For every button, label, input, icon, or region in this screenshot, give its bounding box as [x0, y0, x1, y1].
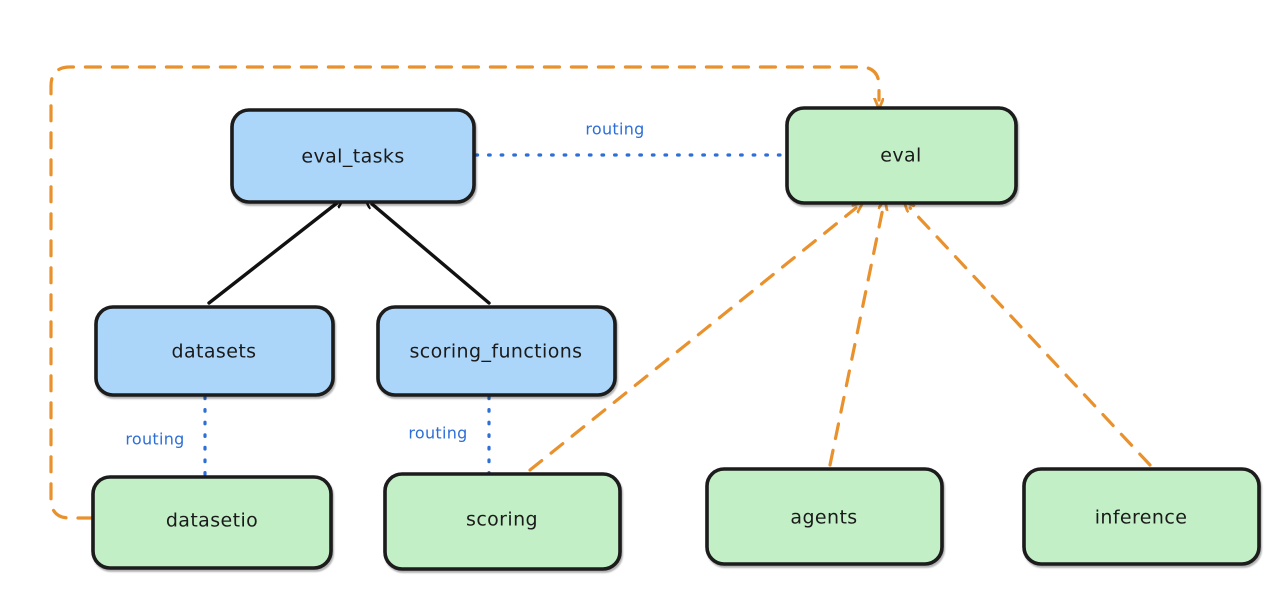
node-datasetio-shape[interactable] [91, 475, 333, 570]
node-scoring_functions-label: scoring_functions [410, 341, 583, 363]
node-datasets[interactable]: datasets [94, 305, 335, 397]
node-inference-label: inference [1095, 507, 1188, 529]
node-inference-shape[interactable] [1022, 467, 1261, 566]
edge-label-routing-datasetio: routing [125, 430, 184, 449]
node-eval_tasks[interactable]: eval_tasks [230, 108, 476, 204]
node-agents-label: agents [790, 507, 857, 529]
node-layer: eval_tasks eval datasets scoring_functio… [91, 106, 1261, 571]
node-scoring[interactable]: scoring [383, 472, 622, 571]
node-scoring-shape[interactable] [383, 472, 622, 571]
edge-label-routing-scoring: routing [408, 424, 467, 443]
node-eval_tasks-shape[interactable] [230, 108, 476, 204]
node-datasetio-label: datasetio [166, 510, 258, 532]
node-scoring_functions[interactable]: scoring_functions [376, 305, 617, 397]
edge-inference-eval [910, 208, 1152, 467]
edge-scoring-eval [528, 208, 856, 472]
node-scoring-label: scoring [466, 509, 538, 531]
edge-layer [49, 65, 1152, 520]
node-eval[interactable]: eval [785, 106, 1018, 205]
edge-label-routing-eval: routing [585, 120, 644, 139]
node-datasetio[interactable]: datasetio [91, 475, 333, 570]
node-inference[interactable]: inference [1022, 467, 1261, 566]
node-datasets-label: datasets [172, 341, 257, 363]
node-eval_tasks-label: eval_tasks [301, 146, 404, 168]
edge-label-layer: routing routing routing [125, 120, 644, 449]
node-eval-label: eval [880, 145, 921, 167]
node-agents-shape[interactable] [705, 467, 944, 566]
node-datasets-shape[interactable] [94, 305, 335, 397]
node-eval-shape[interactable] [785, 106, 1018, 205]
edge-datasetio-eval [49, 65, 879, 520]
node-agents[interactable]: agents [705, 467, 944, 566]
node-scoring_functions-shape[interactable] [376, 305, 617, 397]
edge-datasets-eval_tasks [207, 203, 337, 305]
edge-agents-eval [828, 208, 883, 467]
edge-scoring_functions-eval_tasks [372, 204, 491, 305]
